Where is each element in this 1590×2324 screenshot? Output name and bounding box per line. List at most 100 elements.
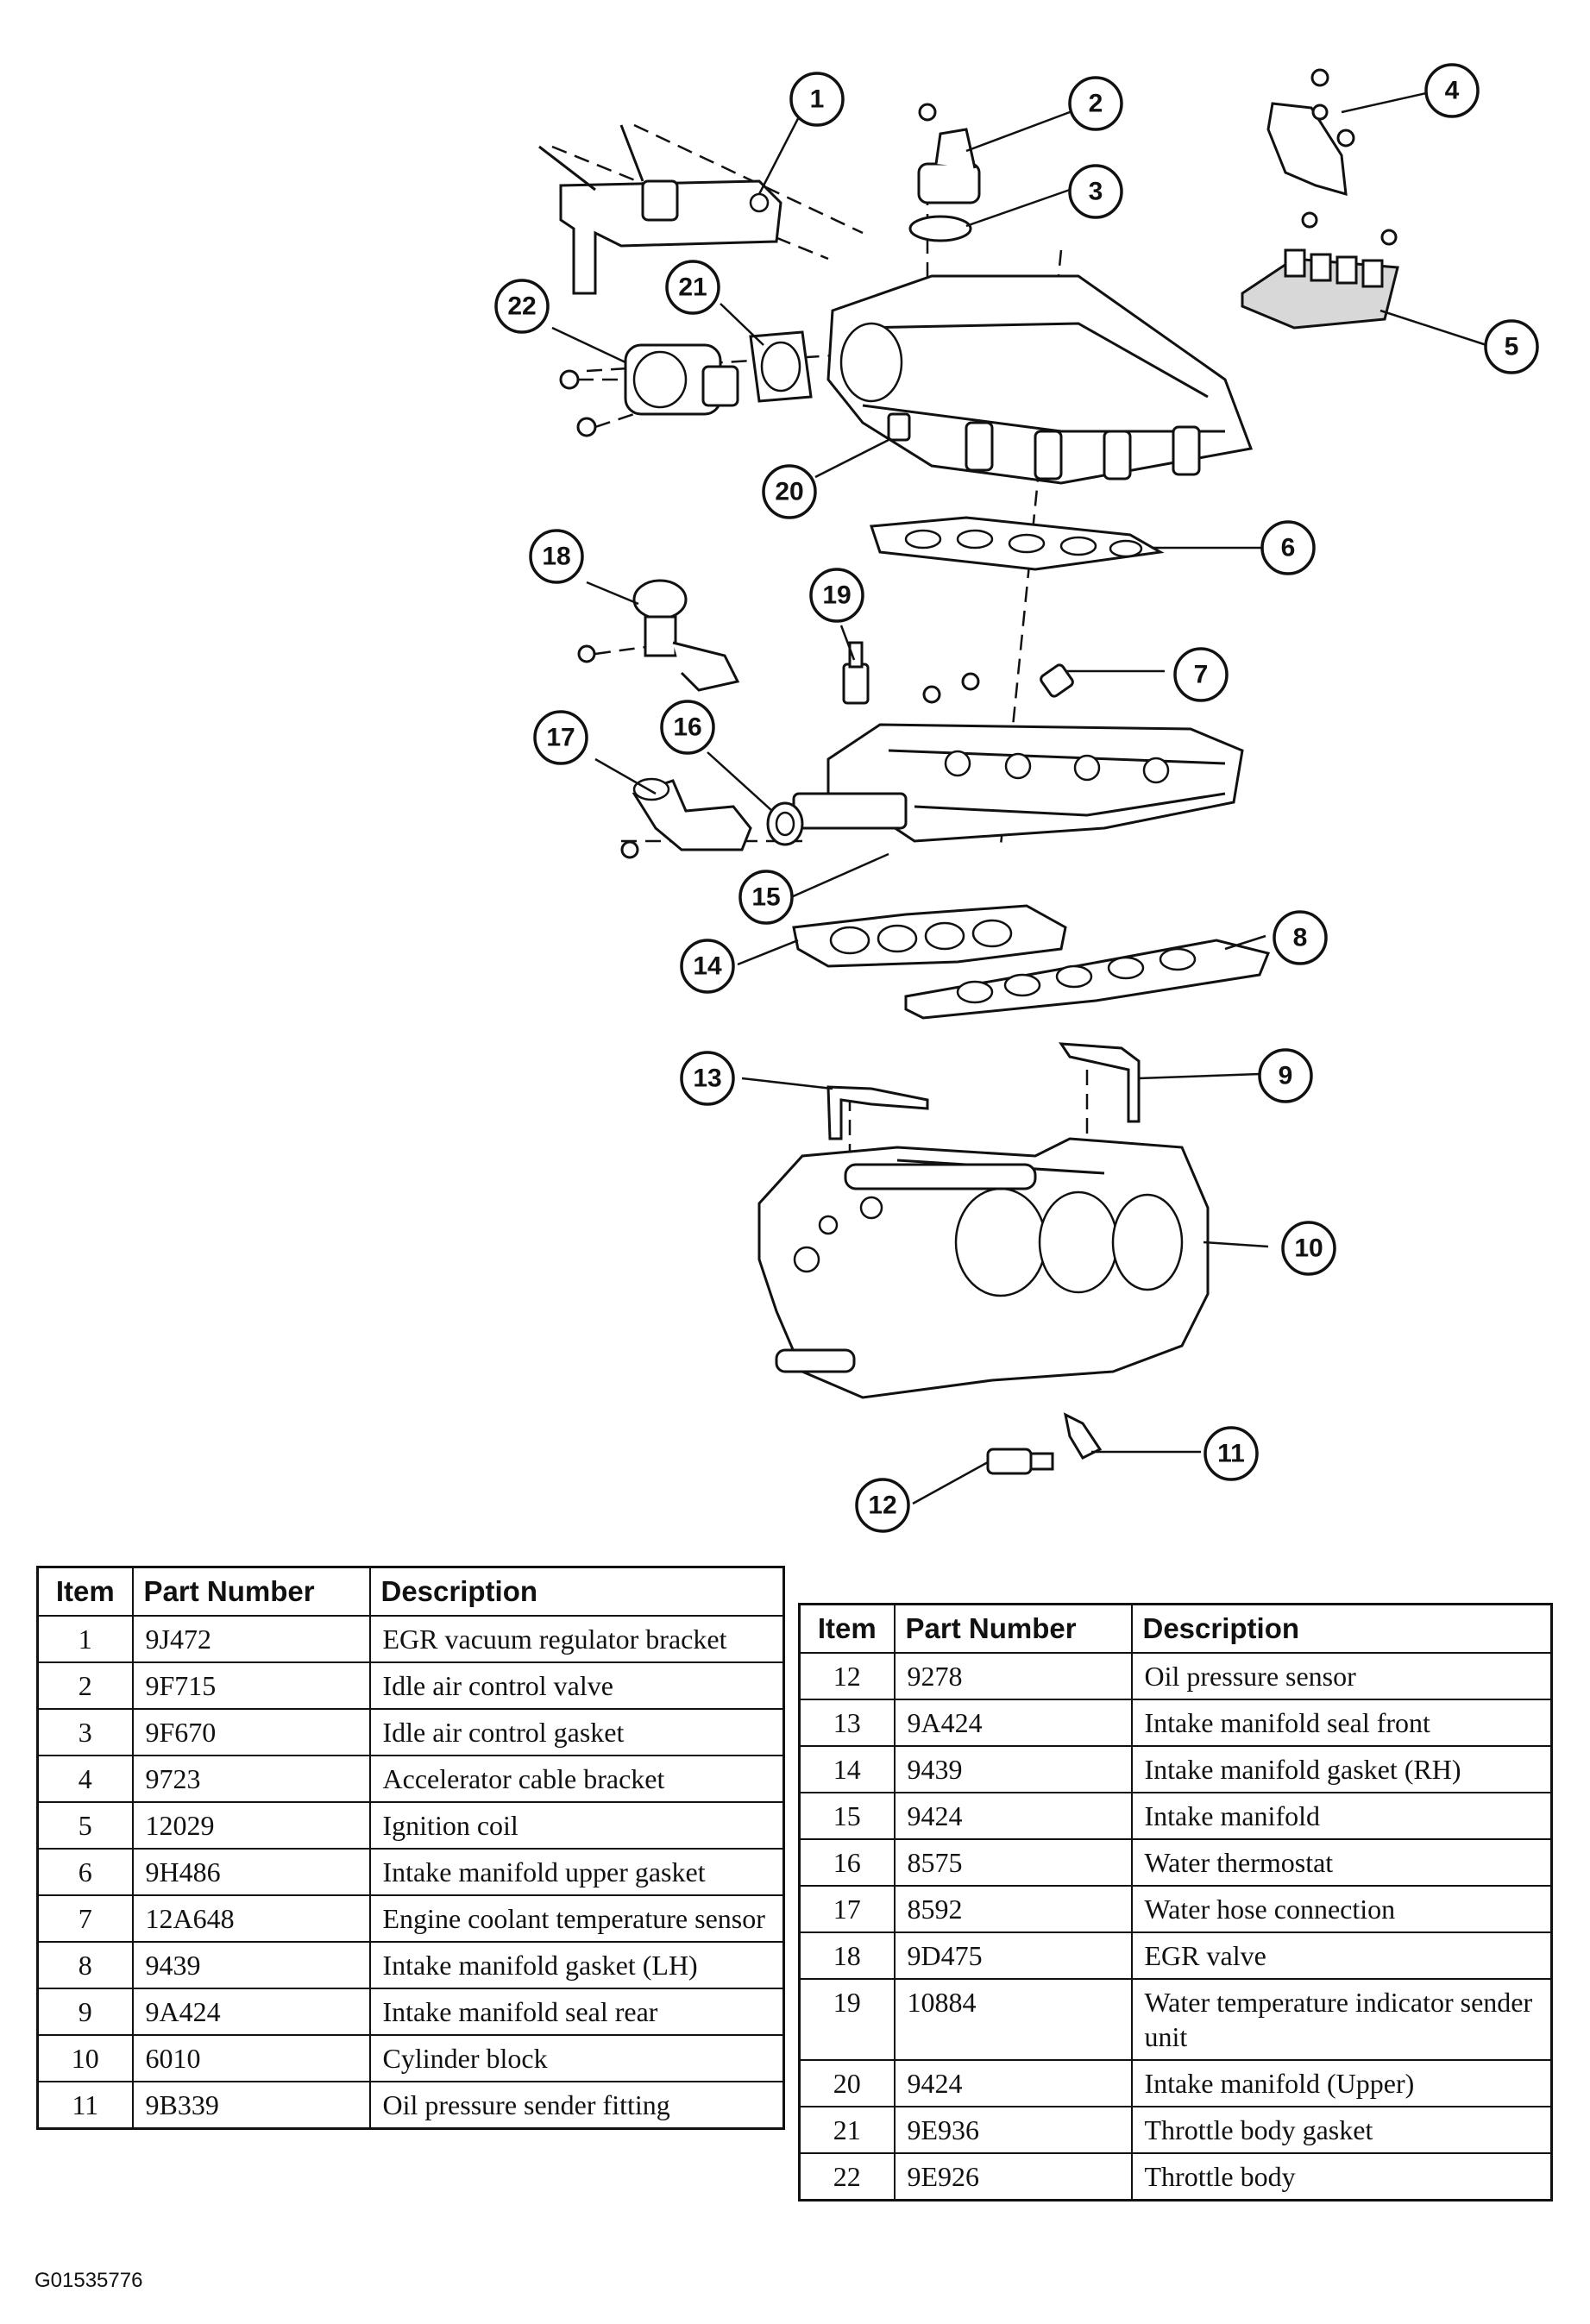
description-cell: Intake manifold seal rear xyxy=(368,1988,785,2036)
svg-text:13: 13 xyxy=(693,1065,721,1093)
callout-22: 22 xyxy=(494,279,550,334)
engine-coolant-temperature-sensor-part xyxy=(922,663,1074,704)
part-number-cell: 6010 xyxy=(131,2034,371,2082)
cylinder-block-part xyxy=(757,1137,1210,1399)
egr-vacuum-regulator-bracket-part xyxy=(538,124,782,295)
idle-air-control-valve-part xyxy=(917,103,981,204)
item-cell: 9 xyxy=(36,1988,134,2036)
figure-id: G01535776 xyxy=(35,2269,143,2292)
description-cell: Ignition coil xyxy=(368,1801,785,1850)
callout-5: 5 xyxy=(1484,319,1539,374)
svg-text:6: 6 xyxy=(1281,534,1296,562)
svg-text:8: 8 xyxy=(1293,924,1308,952)
callout-2: 2 xyxy=(1068,76,1123,131)
description-cell: Throttle body xyxy=(1130,2152,1553,2202)
item-cell: 5 xyxy=(36,1801,134,1850)
item-cell: 15 xyxy=(798,1792,896,1840)
description-cell: Throttle body gasket xyxy=(1130,2106,1553,2154)
egr-valve-part xyxy=(577,579,740,692)
item-cell: 14 xyxy=(798,1745,896,1793)
svg-text:11: 11 xyxy=(1217,1440,1245,1468)
header-item: Item xyxy=(798,1603,896,1654)
item-cell: 4 xyxy=(36,1755,134,1803)
item-cell: 21 xyxy=(798,2106,896,2154)
svg-text:22: 22 xyxy=(507,292,536,321)
throttle-body-gasket-part xyxy=(749,330,813,403)
description-cell: Intake manifold (Upper) xyxy=(1130,2059,1553,2107)
intake-manifold-upper-gasket-part xyxy=(869,516,1165,571)
part-number-cell: 9439 xyxy=(131,1941,371,1989)
description-cell: Water temperature indicator sender unit xyxy=(1130,1978,1553,2061)
description-cell: Oil pressure sender fitting xyxy=(368,2081,785,2130)
svg-text:9: 9 xyxy=(1279,1062,1293,1090)
item-cell: 20 xyxy=(798,2059,896,2107)
item-cell: 17 xyxy=(798,1885,896,1933)
item-cell: 22 xyxy=(798,2152,896,2202)
description-cell: Engine coolant temperature sensor xyxy=(368,1894,785,1943)
svg-text:12: 12 xyxy=(868,1492,896,1520)
callout-11: 11 xyxy=(1203,1426,1259,1481)
intake-manifold-part xyxy=(792,723,1244,843)
callout-4: 4 xyxy=(1424,63,1480,118)
part-number-cell: 8592 xyxy=(893,1885,1133,1933)
part-number-cell: 9E926 xyxy=(893,2152,1133,2202)
header-description: Description xyxy=(1130,1603,1553,1654)
description-cell: Oil pressure sensor xyxy=(1130,1652,1553,1700)
part-number-cell: 9A424 xyxy=(131,1988,371,2036)
svg-text:3: 3 xyxy=(1089,178,1103,206)
item-cell: 11 xyxy=(36,2081,134,2130)
description-cell: Intake manifold gasket (RH) xyxy=(1130,1745,1553,1793)
throttle-body-part xyxy=(559,343,739,437)
table-header-row: Item Part Number Description xyxy=(36,1566,785,1617)
part-number-cell: 9439 xyxy=(893,1745,1133,1793)
header-description: Description xyxy=(368,1566,785,1617)
svg-text:20: 20 xyxy=(775,478,803,506)
description-cell: Idle air control gasket xyxy=(368,1708,785,1756)
description-cell: Intake manifold xyxy=(1130,1792,1553,1840)
header-item: Item xyxy=(36,1566,134,1617)
callout-13: 13 xyxy=(680,1051,735,1106)
part-number-cell: 9424 xyxy=(893,2059,1133,2107)
description-cell: Idle air control valve xyxy=(368,1661,785,1710)
callout-1: 1 xyxy=(789,72,845,127)
idle-air-control-gasket-part xyxy=(908,215,972,242)
item-cell: 8 xyxy=(36,1941,134,1989)
item-cell: 6 xyxy=(36,1848,134,1896)
callout-19: 19 xyxy=(809,568,864,623)
part-number-cell: 12A648 xyxy=(131,1894,371,1943)
description-cell: Intake manifold seal front xyxy=(1130,1699,1553,1747)
item-cell: 10 xyxy=(36,2034,134,2082)
water-hose-connection-part xyxy=(620,777,752,859)
water-temperature-sender-part xyxy=(842,641,870,705)
part-number-cell: 9E936 xyxy=(893,2106,1133,2154)
callout-18: 18 xyxy=(529,529,584,584)
part-number-cell: 9B339 xyxy=(131,2081,371,2130)
svg-text:16: 16 xyxy=(673,713,701,742)
description-cell: Water hose connection xyxy=(1130,1885,1553,1933)
item-cell: 3 xyxy=(36,1708,134,1756)
item-cell: 7 xyxy=(36,1894,134,1943)
description-cell: EGR vacuum regulator bracket xyxy=(368,1615,785,1663)
item-cell: 18 xyxy=(798,1931,896,1980)
svg-text:17: 17 xyxy=(546,724,575,752)
header-part-number: Part Number xyxy=(893,1603,1133,1654)
svg-text:18: 18 xyxy=(542,543,570,571)
exploded-engine-diagram: 1 2 3 4 5 6 7 8 9 10 11 12 13 14 15 16 1… xyxy=(494,63,1539,1533)
